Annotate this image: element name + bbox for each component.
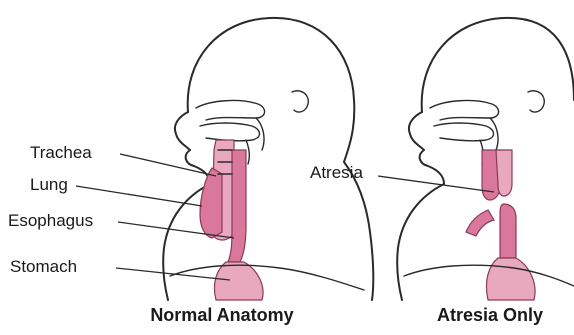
leader-stomach (116, 268, 230, 280)
atresia-ear (528, 91, 544, 112)
caption-atresia-only: Atresia Only (437, 305, 543, 325)
atresia-palate (434, 123, 494, 141)
leader-lung (76, 186, 202, 206)
atresia-figure: Atresia Atresia Only (310, 18, 574, 325)
atresia-face-profile (409, 112, 444, 184)
label-atresia: Atresia (310, 163, 363, 182)
label-esophagus: Esophagus (8, 211, 93, 230)
label-lung: Lung (30, 175, 68, 194)
atresia-nasal-cavity (430, 101, 499, 120)
normal-stomach (214, 262, 263, 300)
leader-trachea (120, 154, 216, 176)
normal-ear (292, 91, 308, 112)
atresia-stomach (486, 258, 535, 300)
atresia-chest-outline (397, 184, 444, 300)
caption-normal-anatomy: Normal Anatomy (150, 305, 293, 325)
label-trachea: Trachea (30, 143, 92, 162)
atresia-trachea (496, 150, 512, 196)
atresia-head-outline (422, 18, 574, 112)
normal-palate (200, 123, 260, 141)
atresia-lower-esophagus (500, 204, 516, 258)
normal-lung (200, 168, 222, 238)
atresia-lung (466, 210, 494, 236)
normal-diaphragm (170, 265, 364, 290)
normal-nasal-cavity (196, 101, 265, 120)
label-stomach: Stomach (10, 257, 77, 276)
